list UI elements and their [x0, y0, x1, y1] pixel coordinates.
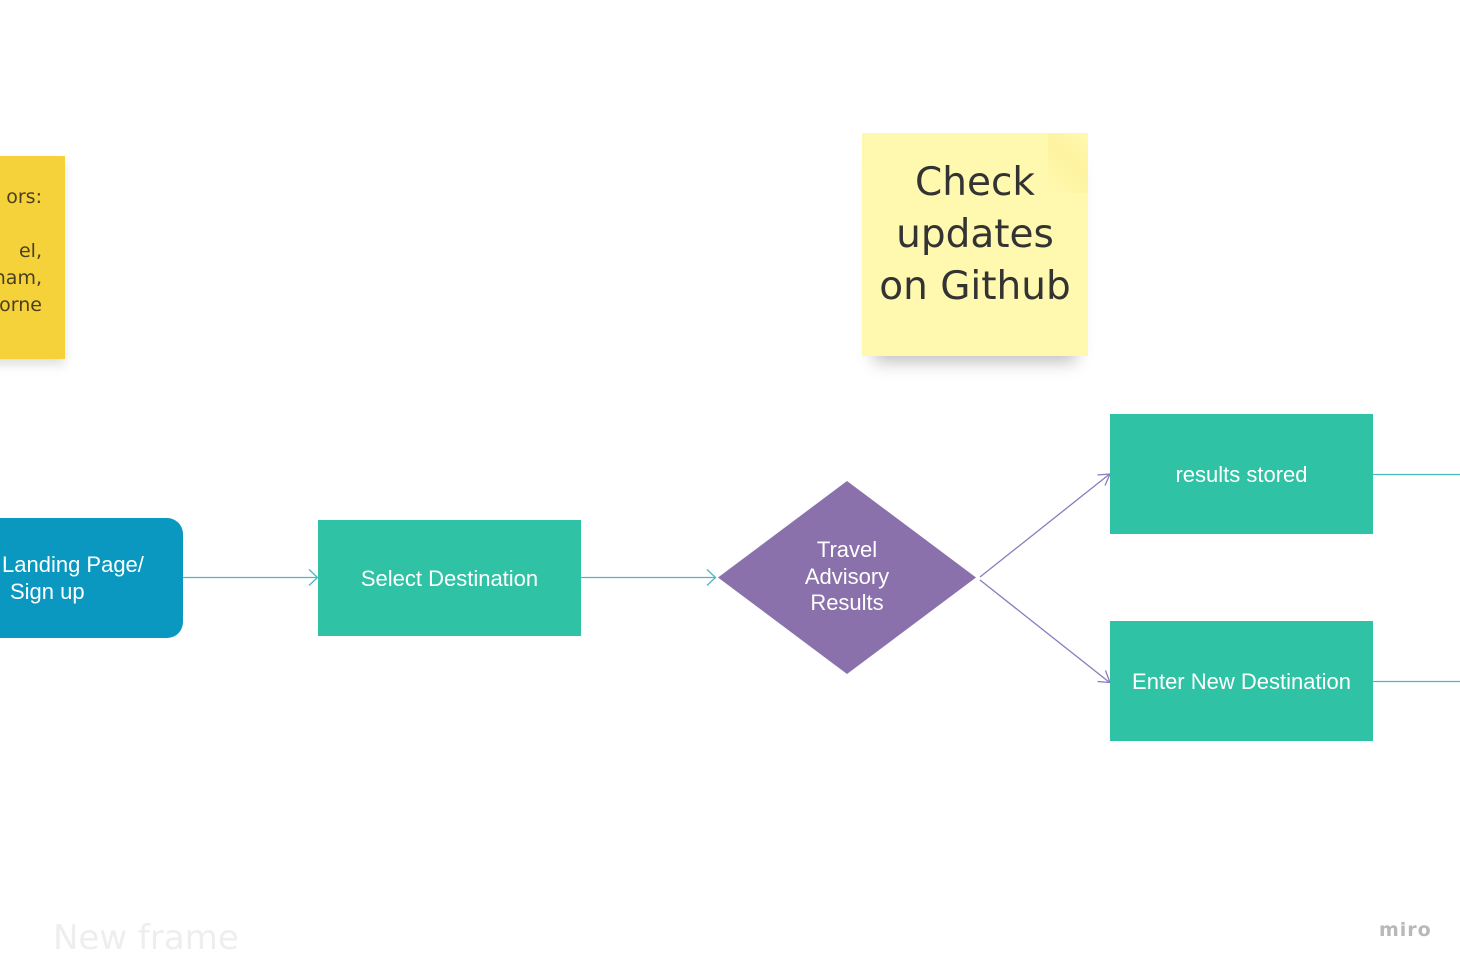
- decision-label: Travel Advisory Results: [757, 537, 937, 617]
- miro-logo: miro: [1379, 919, 1432, 941]
- sticky-line: nam,: [0, 267, 42, 289]
- results-stored-node[interactable]: results stored: [1110, 414, 1373, 534]
- decision-diamond[interactable]: [718, 481, 976, 674]
- node-label: results stored: [1175, 461, 1308, 487]
- sticky-fold-corner: [1048, 133, 1088, 193]
- node-label-line: Travel: [816, 537, 878, 562]
- sticky-note-text: Check updates on Github: [862, 157, 1088, 313]
- arrowhead-icon: [308, 569, 319, 586]
- node-label-line: Results: [810, 590, 884, 615]
- sticky-line: ors:: [6, 186, 42, 208]
- sticky-line: Check: [915, 160, 1035, 205]
- sticky-line: on Github: [879, 264, 1071, 309]
- landing-page-node[interactable]: Landing Page/ Sign up: [0, 518, 183, 638]
- sticky-line: el,: [18, 240, 42, 262]
- node-label-line: Sign up: [10, 579, 85, 604]
- authors-sticky-note[interactable]: ors: el, nam, orne: [0, 156, 65, 359]
- arrowhead-icon: [706, 569, 717, 586]
- connector-decision-to-enter[interactable]: [979, 579, 1110, 683]
- frame-title[interactable]: New frame: [53, 918, 239, 958]
- select-destination-node[interactable]: Select Destination: [318, 520, 581, 636]
- node-label-line: Advisory: [804, 563, 890, 589]
- github-sticky-note[interactable]: Check updates on Github: [862, 133, 1088, 356]
- node-label: Select Destination: [360, 565, 539, 591]
- sticky-line: updates: [896, 212, 1054, 257]
- sticky-line: orne: [0, 294, 42, 316]
- connector-decision-to-results[interactable]: [979, 473, 1110, 578]
- node-label: Landing Page/ Sign up: [0, 551, 144, 605]
- node-label: Enter New Destination: [1132, 668, 1351, 694]
- enter-new-destination-node[interactable]: Enter New Destination: [1110, 621, 1373, 741]
- node-label-line: Landing Page/: [2, 552, 144, 577]
